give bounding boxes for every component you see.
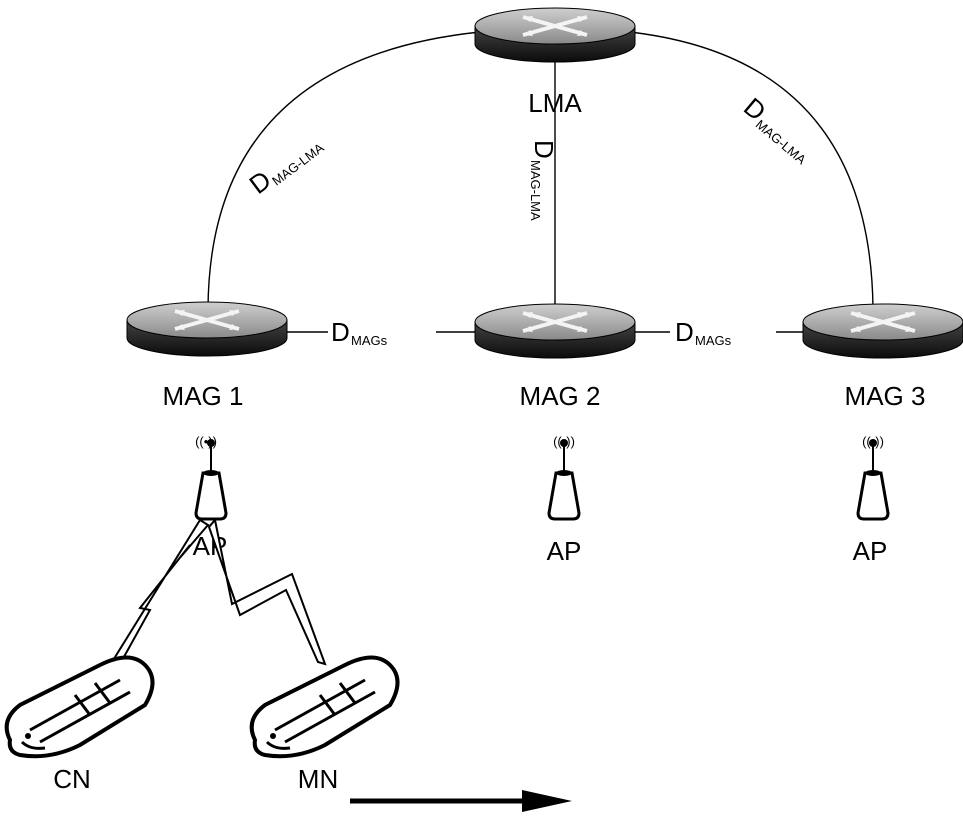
mn-label: MN	[298, 764, 338, 794]
svg-text:MAG-LMA: MAG-LMA	[269, 140, 327, 189]
edge-label-mag2-mag3: D MAGs	[675, 317, 732, 348]
ap2-label: AP	[547, 536, 582, 566]
lma-router-icon	[473, 6, 637, 64]
svg-text:MAG-LMA: MAG-LMA	[528, 160, 543, 221]
svg-text:D: D	[244, 165, 277, 200]
lma-label: LMA	[528, 88, 582, 118]
mn-handset-icon	[249, 655, 400, 759]
edge-label-mag1-mag2: D MAGs	[331, 317, 388, 348]
mag2-label: MAG 2	[520, 381, 601, 411]
edge-label-mag2-lma: D MAG-LMA	[528, 140, 559, 221]
link-lma-mag3	[629, 31, 874, 309]
wireless-link-cn	[110, 518, 210, 666]
ap3-icon	[856, 437, 890, 521]
ap2-icon	[547, 437, 581, 521]
edge-label-mag3-lma: D MAG-LMA	[738, 92, 809, 168]
svg-text:MAGs: MAGs	[351, 333, 388, 348]
link-lma-mag1	[207, 31, 481, 309]
svg-text:D: D	[331, 317, 350, 347]
ap1-icon	[194, 437, 228, 521]
mag2-router-icon	[473, 302, 637, 360]
mag1-label: MAG 1	[163, 381, 244, 411]
svg-text:D: D	[529, 140, 559, 159]
svg-text:MAGs: MAGs	[695, 333, 732, 348]
edge-label-mag1-lma: D MAG-LMA	[244, 140, 327, 200]
ap3-label: AP	[853, 536, 888, 566]
cn-handset-icon	[4, 655, 155, 759]
mag3-label: MAG 3	[845, 381, 926, 411]
svg-text:MAG-LMA: MAG-LMA	[753, 117, 809, 168]
cn-label: CN	[53, 764, 91, 794]
wireless-link-mn	[207, 517, 327, 666]
mag1-router-icon	[125, 300, 289, 358]
movement-arrow-icon	[350, 790, 572, 812]
svg-text:D: D	[675, 317, 694, 347]
mag3-router-icon	[801, 302, 963, 360]
